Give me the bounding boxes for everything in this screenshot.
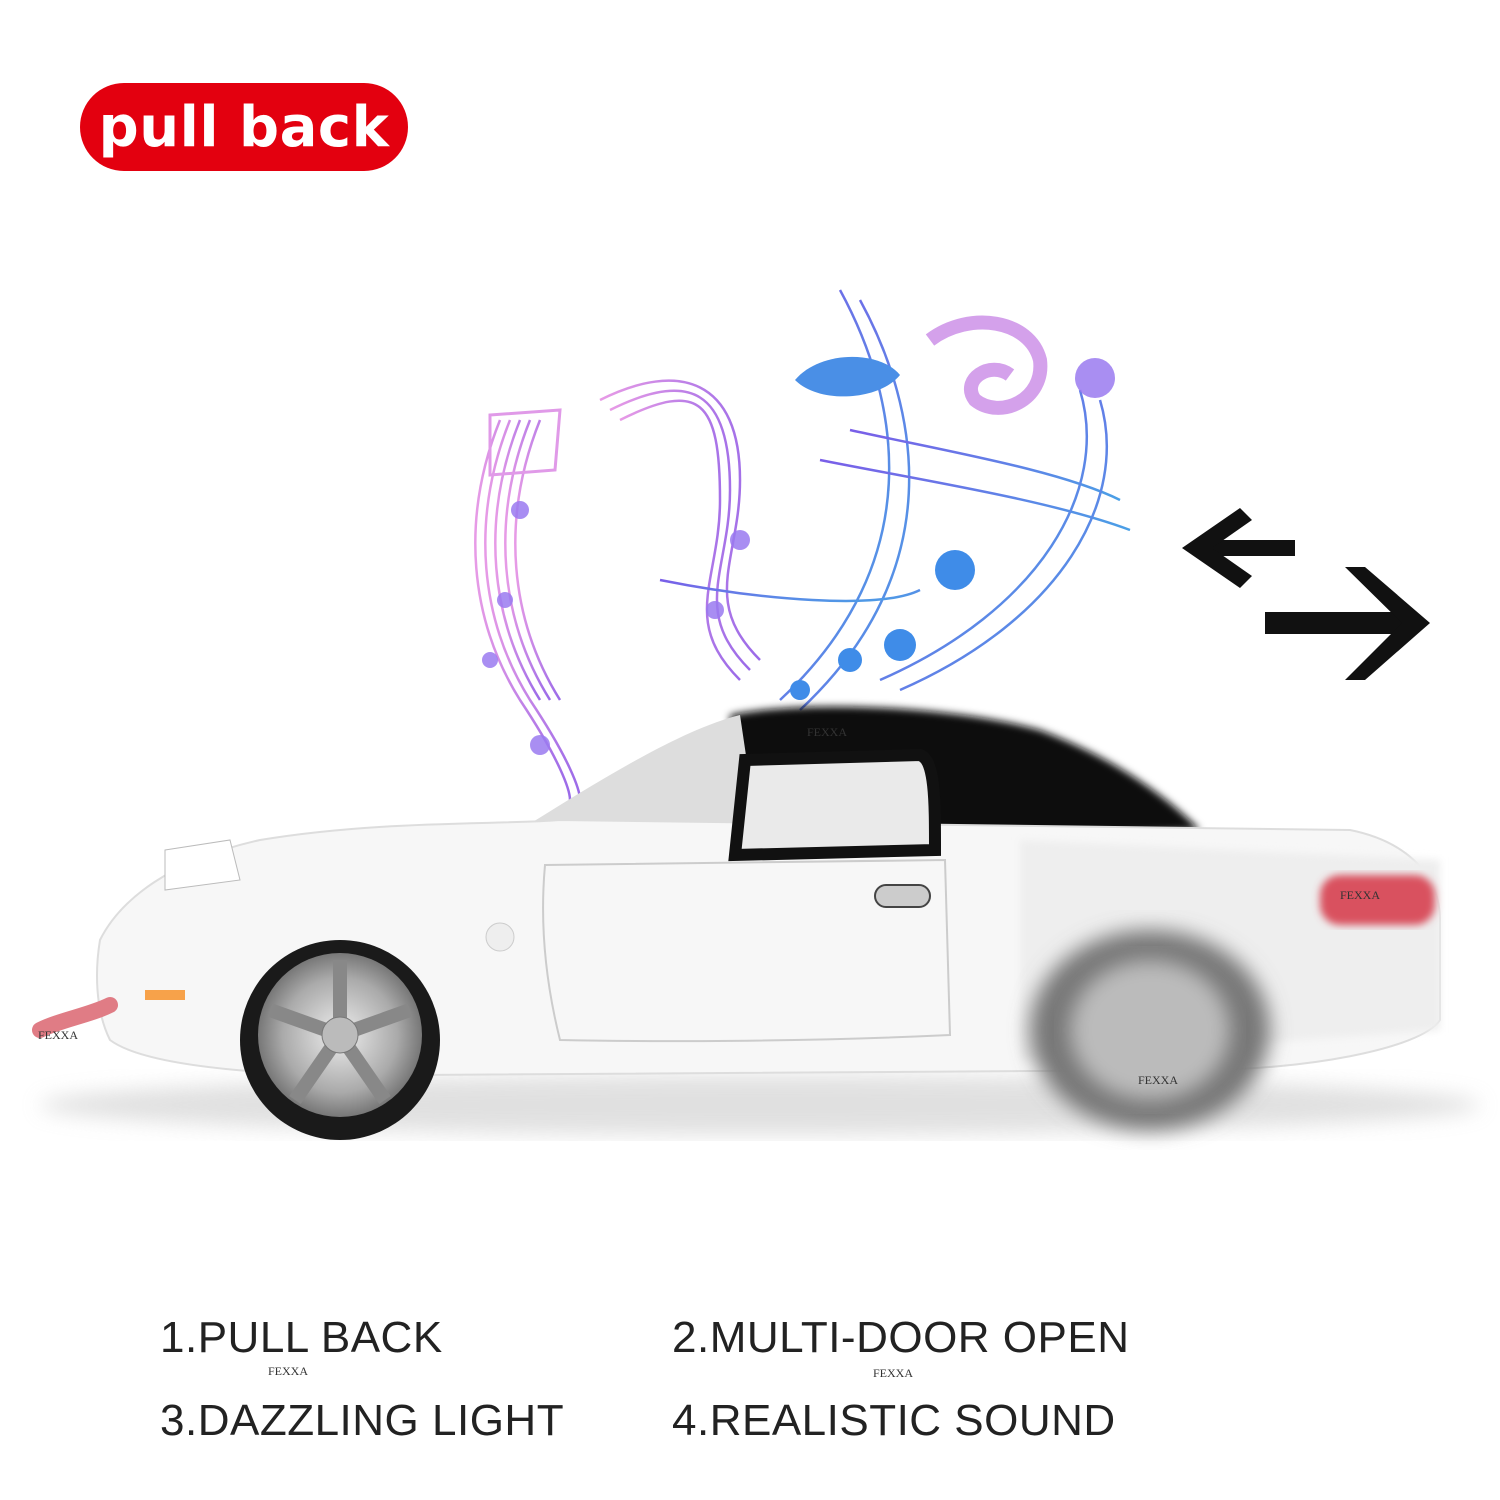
bidirectional-arrows-icon [1182,508,1430,680]
watermark: FEXXA [268,1364,309,1378]
feature-dazzling-light: 3.DAZZLING LIGHT [160,1396,565,1445]
toy-car [32,706,1441,1140]
watermark: FEXXA [873,1366,914,1380]
music-notes-icon [474,289,1131,801]
feature-multi-door-open: 2.MULTI-DOOR OPEN [672,1313,1130,1362]
feature-realistic-sound: 4.REALISTIC SOUND [672,1396,1116,1445]
watermark: FEXXA [1340,888,1381,902]
watermark: FEXXA [38,1028,79,1042]
pull-back-badge: pull back [80,83,408,171]
watermark: FEXXA [1138,1073,1179,1087]
watermark: FEXXA [807,725,848,739]
feature-pull-back: 1.PULL BACK [160,1313,443,1362]
